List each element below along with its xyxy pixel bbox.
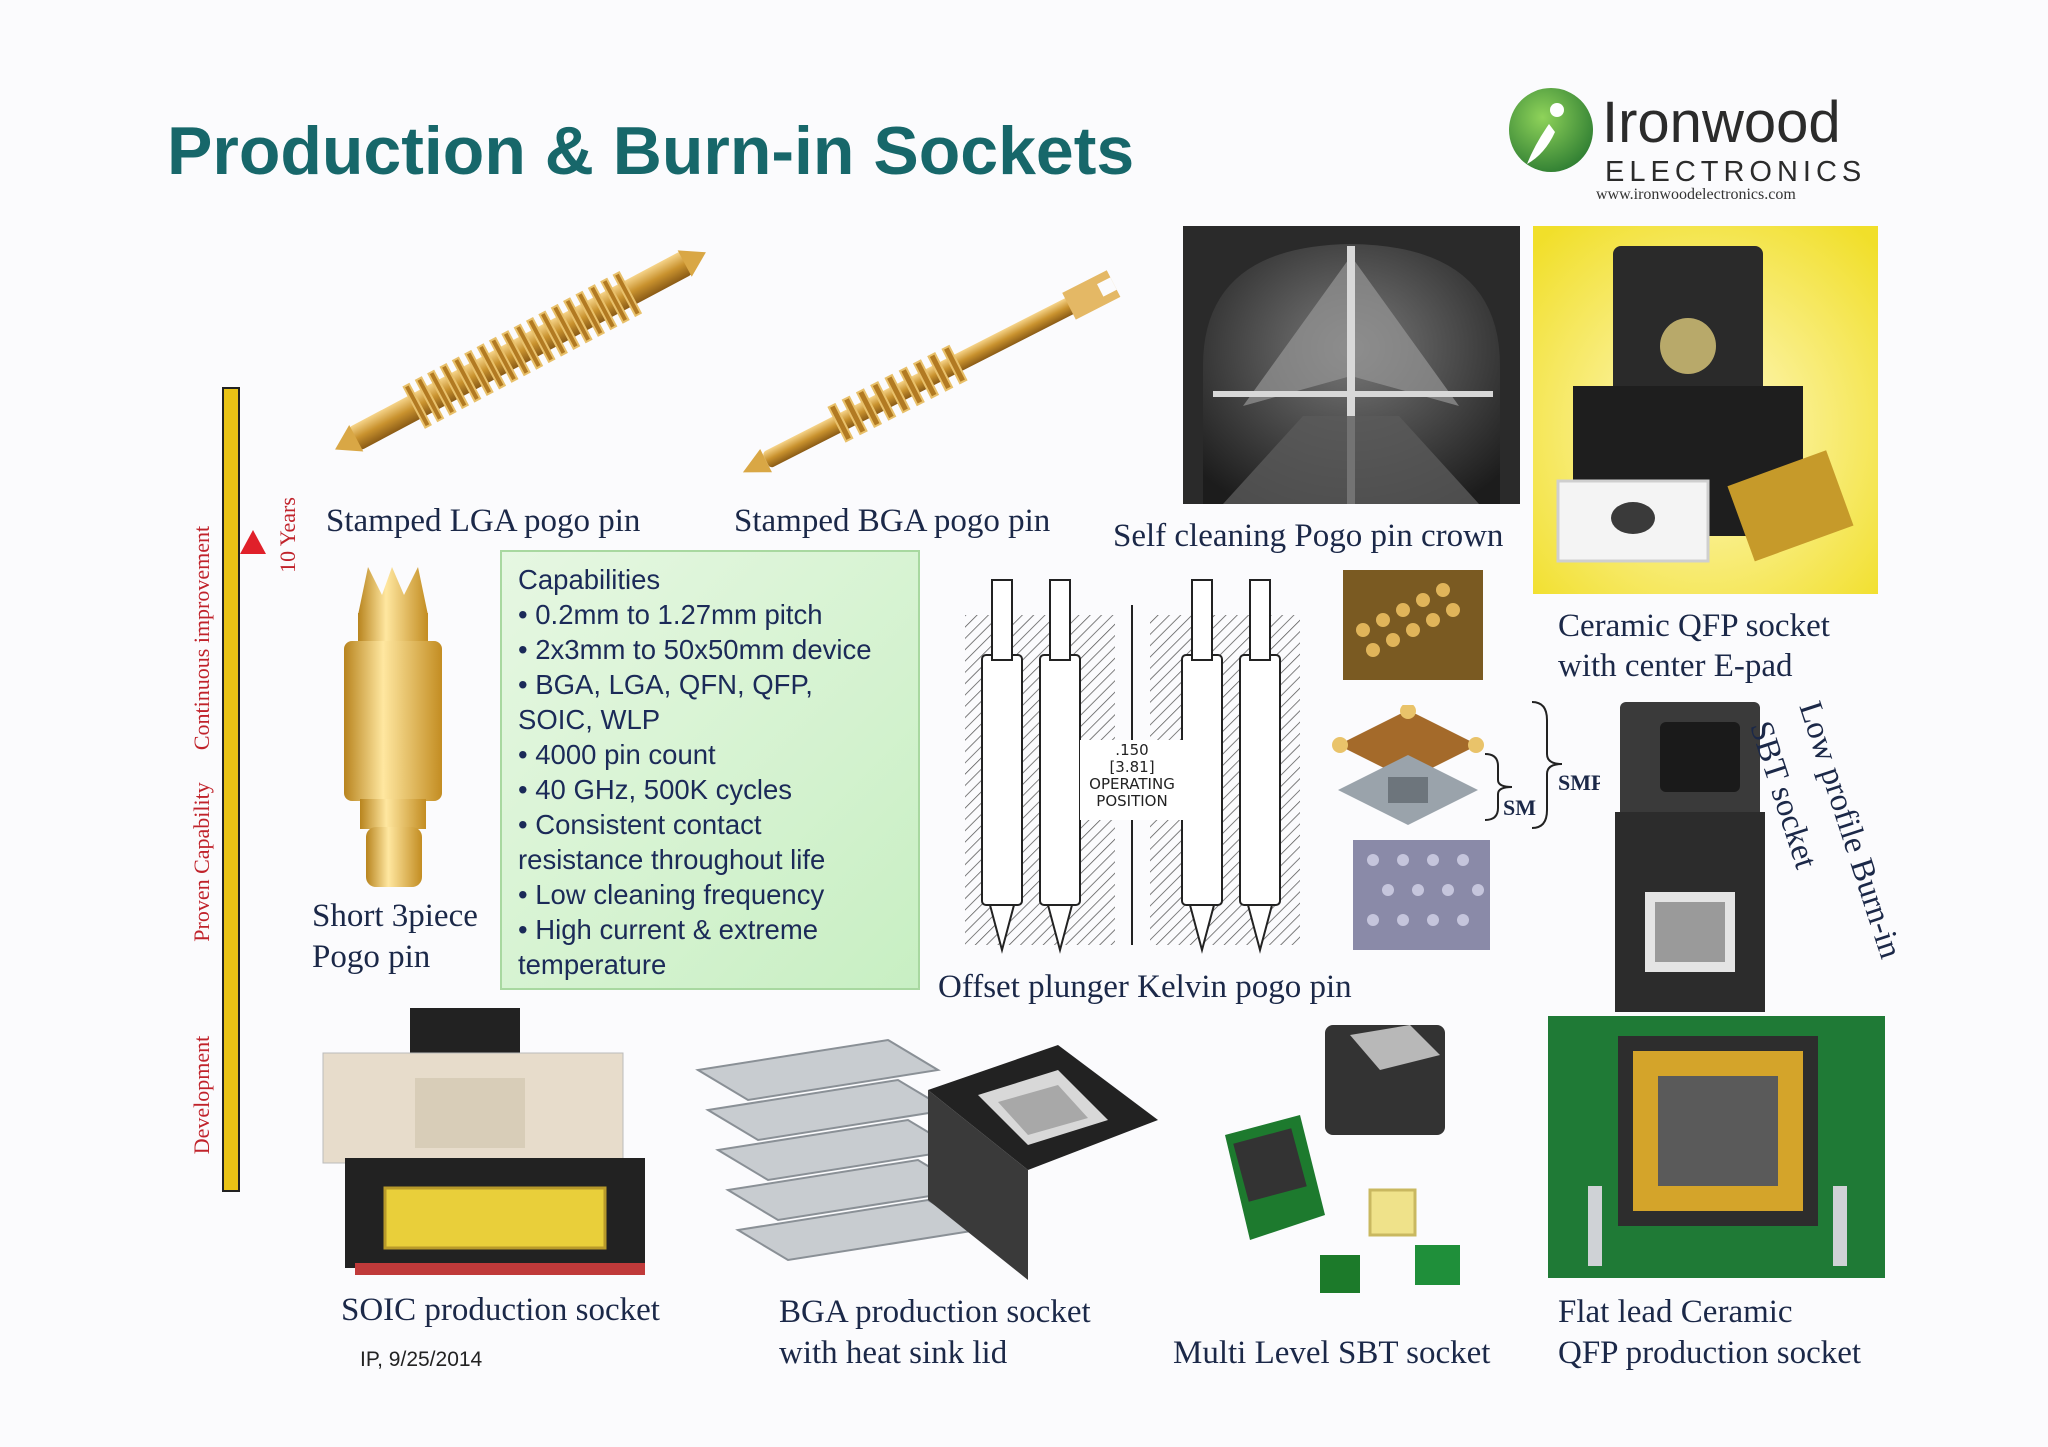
kelvin-pin-drawing — [965, 579, 1300, 954]
caption-cqfp-1: Ceramic QFP socket — [1558, 608, 1830, 644]
low-profile-sbt-socket-image — [1600, 692, 1790, 1017]
logo-name: Ironwood — [1602, 90, 1841, 155]
label-sm: SM — [1503, 795, 1536, 820]
dimension-metric: [3.81] — [1109, 758, 1155, 776]
caption-crown: Self cleaning Pogo pin crown — [1113, 518, 1504, 554]
smp-bracket-icon — [1531, 701, 1563, 829]
capabilities-heading: Capabilities — [518, 564, 661, 595]
soic-socket-image — [315, 1008, 673, 1278]
capability-line: • Consistent contact — [518, 809, 762, 840]
lga-pogo-pin-image — [335, 250, 706, 452]
crown-sem-image — [1183, 226, 1520, 504]
timeline-label-improvement: Continuous improvement — [189, 525, 214, 751]
logo-url: www.ironwoodelectronics.com — [1596, 186, 1796, 203]
label-smp: SMP — [1558, 770, 1605, 795]
dimension-label: OPERATING — [1089, 775, 1175, 793]
capability-line: • 40 GHz, 500K cycles — [518, 774, 793, 805]
caption-short-2: Pogo pin — [312, 939, 431, 975]
capability-line: SOIC, WLP — [518, 704, 661, 735]
chip-closeup-bottom-image — [1353, 840, 1490, 950]
chip-stack-image — [1328, 705, 1488, 830]
slide-title: Production & Burn-in Sockets — [167, 113, 1135, 189]
caption-cqfp-2: with center E-pad — [1558, 648, 1793, 684]
capabilities-box: Capabilities • 0.2mm to 1.27mm pitch • 2… — [500, 550, 920, 990]
caption-bgaprod-2: with heat sink lid — [779, 1335, 1008, 1371]
timeline-arrow-icon — [240, 530, 266, 554]
dimension-label-2: POSITION — [1096, 792, 1168, 810]
multi-level-sbt-socket-image — [1200, 1015, 1475, 1305]
capability-line: temperature — [518, 949, 667, 980]
dimension-value: .150 — [1115, 741, 1149, 759]
caption-lga: Stamped LGA pogo pin — [326, 503, 641, 539]
timeline-arrow-label: 10 Years — [275, 497, 300, 573]
capability-line: • 4000 pin count — [518, 739, 716, 770]
short-pogo-pin-image — [344, 567, 442, 887]
capability-line: • 0.2mm to 1.27mm pitch — [518, 599, 823, 630]
caption-multilevel: Multi Level SBT socket — [1173, 1335, 1491, 1371]
logo-mark-icon — [1509, 88, 1593, 172]
footer-text: IP, 9/25/2014 — [360, 1348, 483, 1371]
timeline-bar — [222, 387, 240, 1192]
ceramic-qfp-socket-image — [1533, 226, 1878, 594]
capability-line: resistance throughout life — [518, 844, 826, 875]
capability-line: • 2x3mm to 50x50mm device — [518, 634, 872, 665]
kelvin-dimension: .150 [3.81] OPERATING POSITION — [1082, 742, 1182, 810]
timeline-label-proven: Proven Capability — [189, 782, 214, 942]
caption-soic: SOIC production socket — [341, 1292, 660, 1328]
logo-sub: ELECTRONICS — [1605, 156, 1867, 188]
caption-bga: Stamped BGA pogo pin — [734, 503, 1051, 539]
sm-bracket-icon — [1484, 753, 1513, 821]
chip-closeup-top-image — [1343, 570, 1483, 680]
caption-flat-1: Flat lead Ceramic — [1558, 1294, 1793, 1330]
capability-line: • BGA, LGA, QFN, QFP, — [518, 669, 813, 700]
capability-line: • High current & extreme — [518, 914, 819, 945]
caption-bgaprod-1: BGA production socket — [779, 1294, 1091, 1330]
capability-line: • Low cleaning frequency — [518, 879, 825, 910]
company-logo: Ironwood ELECTRONICS www.ironwoodelectro… — [1500, 82, 1861, 203]
caption-flat-2: QFP production socket — [1558, 1335, 1862, 1371]
caption-kelvin: Offset plunger Kelvin pogo pin — [938, 969, 1352, 1005]
bga-pogo-pin-image — [742, 270, 1121, 473]
bga-heatsink-socket-image — [688, 1030, 1163, 1292]
caption-short-1: Short 3piece — [312, 898, 478, 934]
flat-lead-cqfp-socket-image — [1548, 1016, 1885, 1278]
timeline-label-development: Development — [189, 1035, 214, 1155]
